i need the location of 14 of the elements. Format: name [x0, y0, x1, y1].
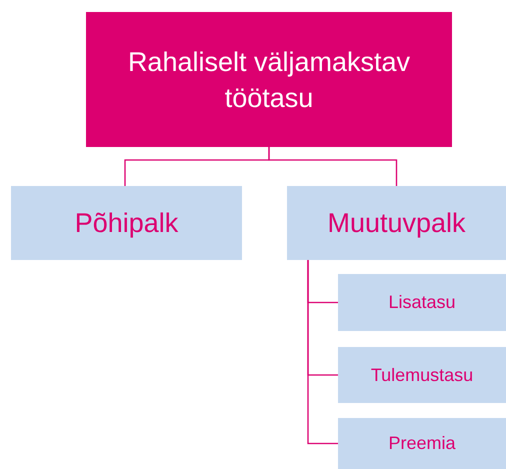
connector-line [307, 260, 338, 444]
org-box [11, 186, 242, 260]
box-label: Põhipalk [74, 206, 178, 240]
org-box [287, 186, 506, 260]
box-label: Tulemustasu [370, 364, 474, 386]
org-box [338, 274, 506, 331]
box-label: Muutuvpalk [327, 206, 466, 240]
org-box [338, 418, 506, 469]
connector-line [268, 147, 398, 186]
org-box [338, 347, 506, 403]
box-label: Preemia [388, 432, 456, 455]
box-label: Lisatasu [388, 291, 456, 314]
box-label: Rahaliselt väljamakstav töötasu [126, 46, 412, 114]
org-box [86, 12, 452, 147]
